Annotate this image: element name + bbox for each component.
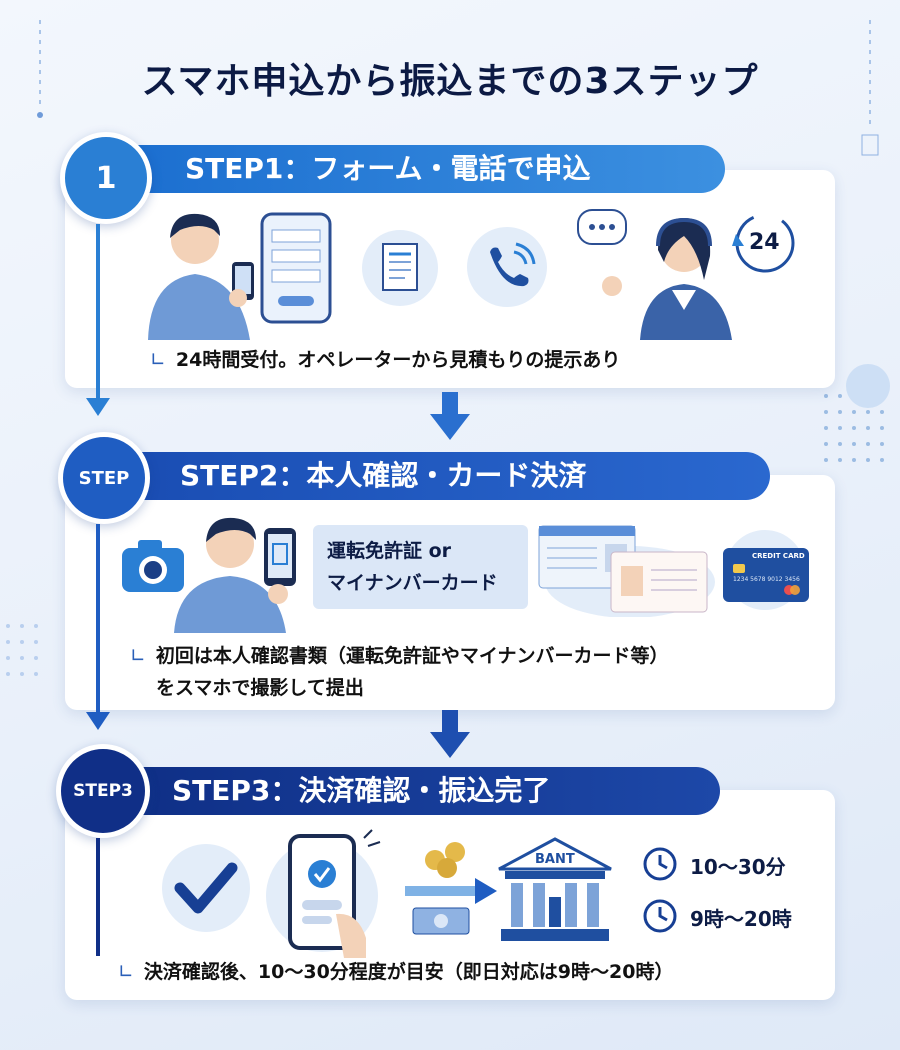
step1-badge: 1 [60, 132, 152, 224]
step3-badge: STEP3 [56, 744, 150, 838]
processing-time: 10～30分 [690, 855, 786, 879]
note-bracket-icon: ∟ [130, 645, 146, 667]
decorative-circle [846, 364, 890, 408]
note-bracket-icon: ∟ [150, 349, 166, 371]
step2-connector [96, 524, 100, 718]
credit-card-icon [723, 530, 809, 610]
step1-heading: STEP1：フォーム・電話で申込 [185, 152, 591, 185]
step1-connector-arrow [86, 398, 110, 416]
step2-heading: STEP2：本人確認・カード決済 [180, 459, 587, 492]
step1-note: ∟ 24時間受付。オペレーターから見積もりの提示あり [150, 344, 620, 376]
decorative-lines-right [861, 20, 879, 156]
step2-note-line1: 初回は本人確認書類（運転免許証やマイナンバーカード等） [155, 645, 669, 667]
step3-note-text: 決済確認後、10～30分程度が目安（即日対応は9時～20時） [143, 961, 674, 983]
clock-icon [643, 899, 677, 933]
step2-banner: STEP2：本人確認・カード決済 [130, 452, 770, 500]
person-with-phone-illustration [148, 213, 254, 340]
camera-icon [122, 540, 184, 592]
step3-heading: STEP3：決済確認・振込完了 [172, 774, 551, 807]
id-cards-icon [538, 525, 715, 617]
id-document-options: 運転免許証 or マイナンバーカード [313, 525, 528, 609]
step1-to-step2-arrow [430, 392, 470, 440]
step2-connector-arrow [86, 712, 110, 730]
form-phone-icon [260, 212, 332, 324]
step2-badge: STEP [58, 432, 150, 524]
person-scanning-id-illustration [174, 517, 296, 633]
id-option-line2: マイナンバーカード [327, 572, 498, 594]
page-title: スマホ申込から振込までの3ステップ [141, 61, 759, 102]
checkmark-icon [162, 844, 250, 932]
step1-banner: STEP1：フォーム・電話で申込 [135, 145, 725, 193]
id-option-line1: 運転免許証 or [327, 540, 452, 562]
credit-card-number: 1234 5678 9012 3456 [733, 576, 800, 583]
same-day-hours: 9時～20時 [690, 907, 792, 931]
step1-note-text: 24時間受付。オペレーターから見積もりの提示あり [175, 349, 621, 371]
operator-illustration [577, 209, 732, 340]
step2-badge-label: STEP [78, 467, 130, 489]
phone-confirmed-illustration [266, 829, 381, 958]
credit-card-label: CREDIT CARD [752, 552, 805, 560]
note-bracket-icon: ∟ [118, 961, 134, 983]
phone-call-icon [467, 227, 547, 307]
money-transfer-icon [405, 842, 497, 935]
step3-note: ∟ 決済確認後、10～30分程度が目安（即日対応は9時～20時） [118, 956, 673, 988]
step2-to-step3-arrow [430, 710, 470, 758]
step1-badge-label: 1 [95, 160, 117, 196]
decorative-dots-left [6, 624, 38, 676]
step3-connector [96, 838, 100, 956]
clock-24-icon [732, 213, 795, 273]
bank-building-icon [498, 837, 612, 941]
step3-banner: STEP3：決済確認・振込完了 [130, 767, 720, 815]
clock-24-label: 24 [749, 230, 780, 255]
step2-note: ∟ 初回は本人確認書類（運転免許証やマイナンバーカード等） をスマホで撮影して提出 [130, 640, 820, 704]
clock-icon [643, 847, 677, 881]
step3-badge-label: STEP3 [73, 781, 133, 801]
document-icon [362, 230, 438, 306]
step2-note-line2: をスマホで撮影して提出 [156, 677, 364, 699]
step1-connector [96, 224, 100, 404]
decorative-lines-top [37, 20, 43, 118]
bank-label: BANT [535, 852, 575, 867]
